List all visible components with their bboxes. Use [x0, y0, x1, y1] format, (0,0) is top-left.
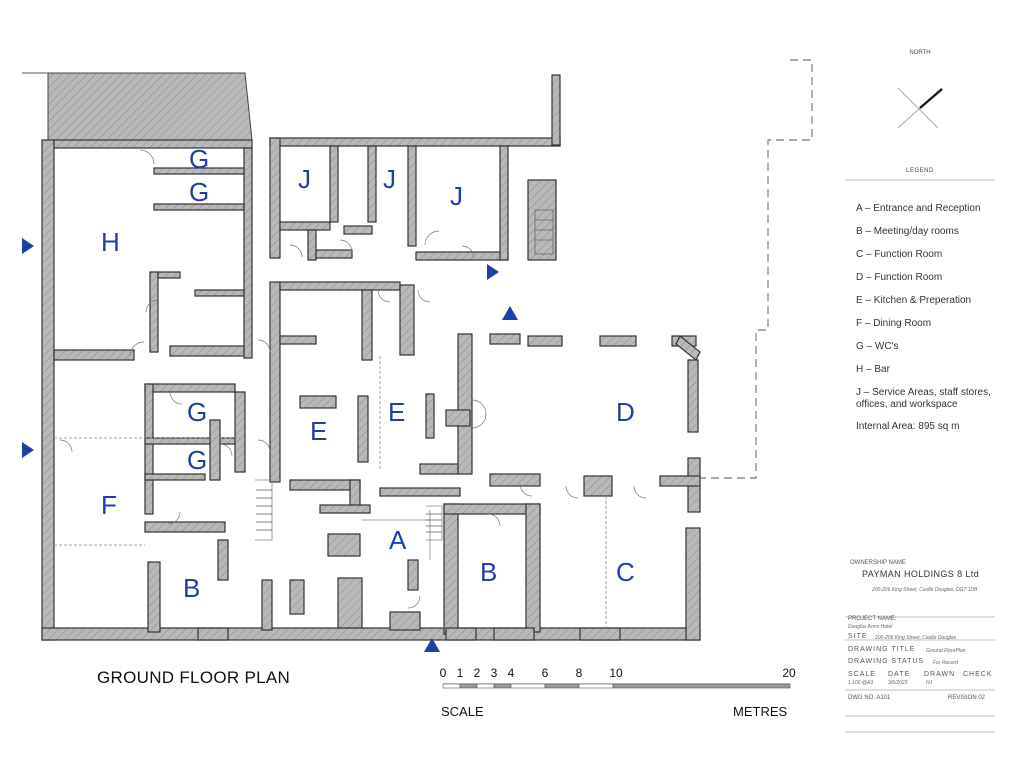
room-labels: H G G G G J J J E E D F A B B C — [101, 144, 635, 603]
legend-item: C – Function Room — [856, 249, 943, 260]
drawing-status-value: For Record — [933, 660, 959, 666]
room-label-e: E — [388, 397, 405, 427]
drawing-title-caption: DRAWING TITLE — [848, 646, 916, 653]
scale-tick-label: 4 — [507, 666, 515, 680]
north-label: NORTH — [909, 50, 931, 56]
staircase-j — [534, 209, 554, 255]
room-label-d: D — [616, 397, 635, 427]
room-label-g: G — [187, 397, 207, 427]
room-label-j: J — [450, 181, 463, 211]
drawn-value: HJ — [926, 680, 933, 686]
check-caption: CHECK — [963, 671, 993, 678]
legend-item: E – Kitchen & Preperation — [856, 295, 972, 306]
plan-title: GROUND FLOOR PLAN — [97, 668, 291, 687]
date-value: 3/6/2023 — [888, 680, 908, 686]
walls — [41, 74, 701, 641]
drawing-title-value: Ground FloorPlan — [926, 648, 966, 654]
project-name: Douglas Arms Hotel — [848, 624, 893, 630]
scale-tick-label: 1 — [456, 666, 464, 680]
room-label-b: B — [480, 557, 497, 587]
room-label-g: G — [187, 445, 207, 475]
ownership-caption: OWNERSHIP NAME — [850, 560, 906, 566]
legend-item: J – Service Areas, staff stores, offices… — [856, 387, 991, 410]
room-label-c: C — [616, 557, 635, 587]
legend-item: H – Bar — [856, 364, 890, 375]
legend-item: F – Dining Room — [856, 318, 932, 329]
drawing-number: DWG NO. A101 — [848, 695, 891, 701]
door-swings — [59, 149, 647, 609]
scale-caption: SCALE — [848, 671, 876, 678]
title-block-frame — [845, 179, 995, 733]
scale-bar — [442, 683, 791, 689]
drawing-status-caption: DRAWING STATUS — [848, 658, 925, 665]
room-label-j: J — [298, 164, 311, 194]
owner-name: PAYMAN HOLDINGS 8 Ltd — [862, 569, 980, 579]
scale-tick-label: 2 — [473, 666, 481, 680]
entrance-marker-east — [487, 264, 499, 280]
room-label-b: B — [183, 573, 200, 603]
legend-item: D – Function Room — [856, 272, 943, 283]
scale-label: SCALE — [441, 704, 484, 719]
room-label-g: G — [189, 177, 209, 207]
entrance-markers — [22, 238, 518, 652]
scale-tick-label: 20 — [782, 666, 796, 680]
scale-tick-label: 3 — [490, 666, 498, 680]
entrance-marker-north — [502, 306, 518, 320]
date-caption: DATE — [888, 671, 911, 678]
entrance-marker-west-upper — [22, 238, 34, 254]
staircase-center — [426, 513, 442, 533]
legend-item: G – WC's — [856, 341, 899, 352]
staircase-left — [256, 489, 272, 531]
metres-label: METRES — [733, 704, 788, 719]
scale-tick-label: 8 — [575, 666, 583, 680]
room-label-j: J — [383, 164, 396, 194]
entrance-marker-west-lower — [22, 442, 34, 458]
scale-tick-label: 10 — [609, 666, 623, 680]
site-caption: SITE — [848, 633, 868, 640]
room-label-a: A — [389, 525, 407, 555]
internal-area: Internal Area: 895 sq m — [856, 421, 960, 432]
project-caption: PROJECT NAME: — [848, 616, 897, 622]
legend-item: A – Entrance and Reception — [856, 203, 981, 214]
room-label-g: G — [189, 144, 209, 174]
thin-partitions — [54, 356, 607, 628]
legend-item: B – Meeting/day rooms — [856, 226, 959, 237]
room-label-h: H — [101, 227, 120, 257]
adjoining-building — [22, 72, 253, 141]
legend-title: LEGEND — [906, 168, 934, 174]
revision: REVISION 02 — [948, 695, 986, 701]
room-label-f: F — [101, 490, 117, 520]
north-arrow-icon — [897, 87, 943, 129]
scale-tick-label: 6 — [541, 666, 549, 680]
entrance-marker-south — [424, 638, 440, 652]
scale-tick-label: 0 — [439, 666, 447, 680]
site-boundary — [700, 59, 813, 479]
legend: A – Entrance and Reception B – Meeting/d… — [856, 203, 1006, 421]
owner-address: 200-206 King Street, Castle Douglas, DG7… — [872, 587, 978, 593]
room-label-e: E — [310, 416, 327, 446]
drawn-caption: DRAWN — [924, 671, 956, 678]
site-value: 200-206 King Street, Castle Douglas — [875, 635, 957, 641]
scale-value: 1:100 @A3 — [848, 680, 874, 686]
